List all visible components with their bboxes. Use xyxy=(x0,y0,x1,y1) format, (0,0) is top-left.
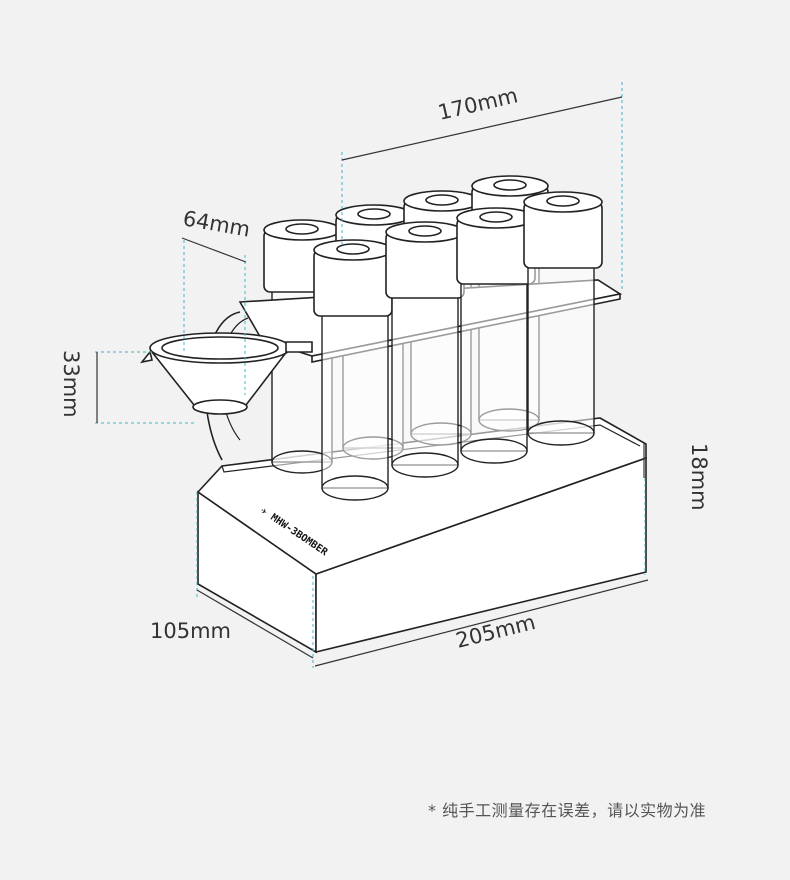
funnel xyxy=(140,332,313,415)
dim-base-height: 18mm xyxy=(687,443,711,511)
measurement-note: * 纯手工测量存在误差，请以实物为准 xyxy=(428,801,707,820)
dimension-guides xyxy=(95,82,649,668)
dim-funnel-height: 33mm xyxy=(59,350,83,418)
tubes-front-row xyxy=(313,191,603,501)
dim-rack-length: 170mm xyxy=(436,83,520,125)
dim-base-depth: 105mm xyxy=(150,619,231,643)
dim-funnel-diameter: 64mm xyxy=(181,206,252,241)
